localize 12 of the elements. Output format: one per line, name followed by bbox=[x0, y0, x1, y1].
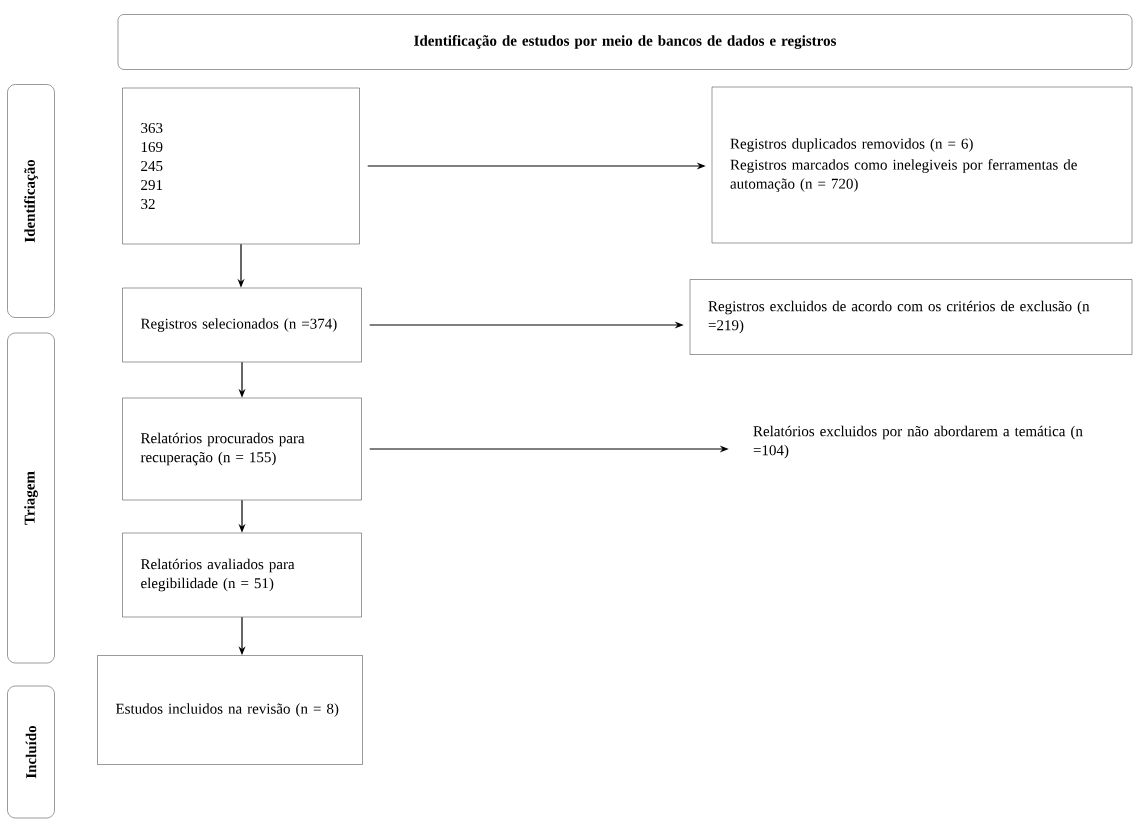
stage-band: Identificação bbox=[7, 84, 55, 318]
exclusion-note: Relatórios excluidos por não abordarem a temática (n =104) bbox=[753, 425, 1083, 459]
process-box: Relatórios avaliados para elegibilidade (n = 51) bbox=[122, 532, 362, 618]
process-box: 363 169 245 291 32 bbox=[122, 87, 360, 245]
process-box: Relatórios procurados para recuperação (n = 155) bbox=[122, 397, 362, 501]
process-box: Registros duplicados removidos (n = 6) Registros marcados como inelegiveis por ferramentas de automação (n = 720) bbox=[711, 86, 1133, 244]
stage-band: Triagem bbox=[7, 332, 55, 664]
process-box: Estudos incluidos na revisão (n = 8) bbox=[97, 655, 363, 765]
process-box: Registros selecionados (n =374) bbox=[122, 287, 362, 363]
stage-band: Incluído bbox=[7, 685, 55, 819]
heading-box: Identificação de estudos por meio de bancos de dados e registros bbox=[117, 14, 1133, 70]
process-box: Registros excluidos de acordo com os critérios de exclusão (n =219) bbox=[689, 279, 1133, 355]
